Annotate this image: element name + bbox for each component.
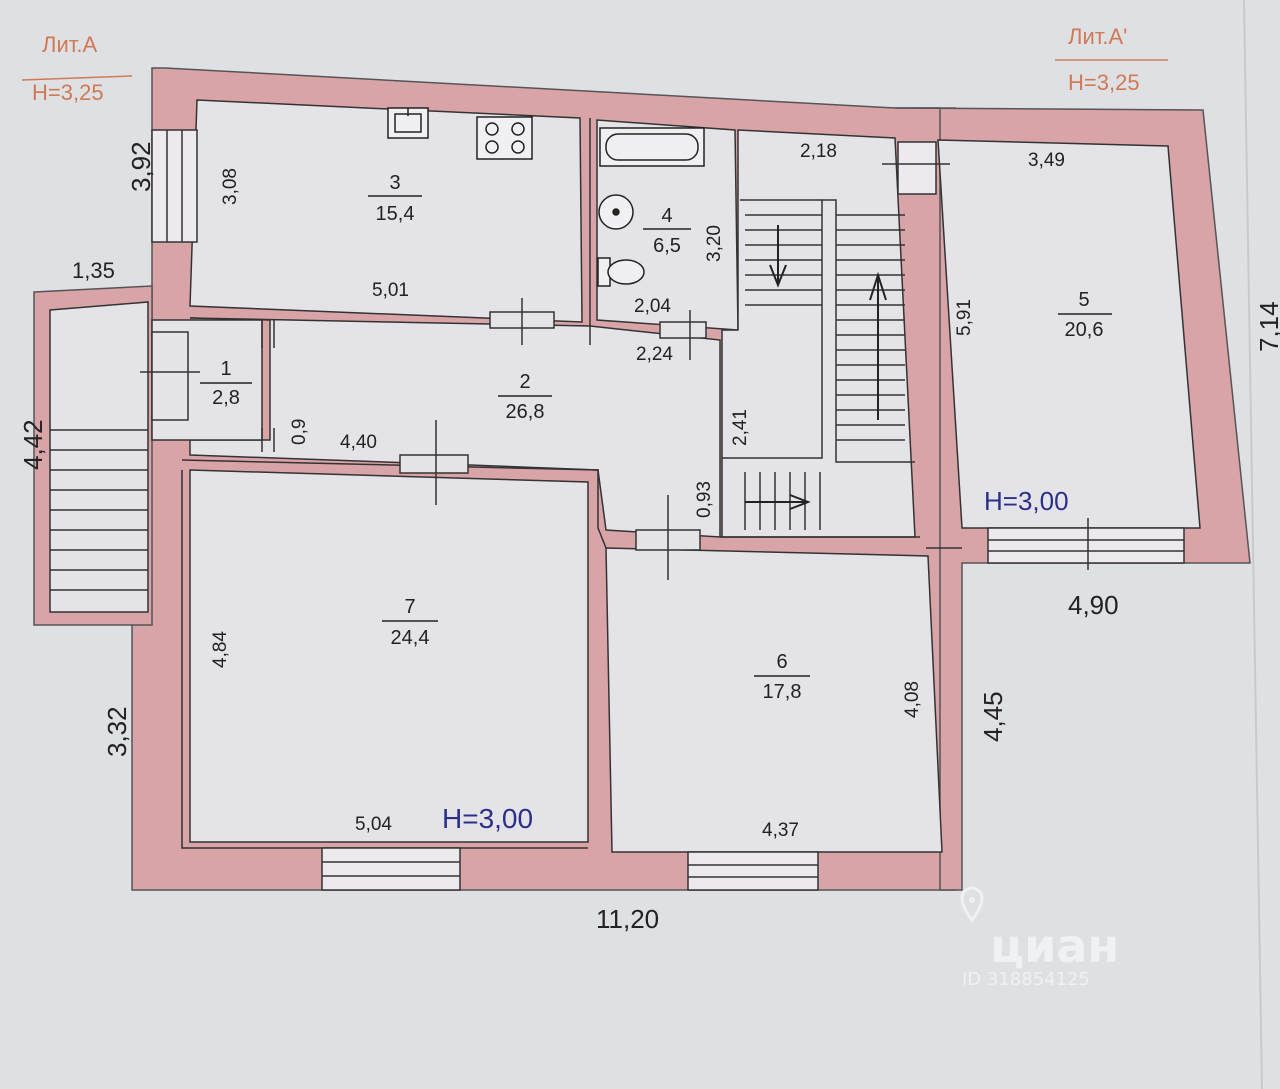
room-6-area: 17,8 — [763, 681, 802, 703]
washbasin-icon — [598, 194, 634, 230]
room-7-floor — [189, 469, 589, 843]
staircase — [722, 199, 915, 530]
header-left-divider — [21, 75, 133, 81]
dim-room5-height: 5,91 — [954, 299, 975, 336]
dim-room5-top: 3,49 — [1028, 150, 1065, 171]
arrow-down-icon — [769, 225, 787, 288]
dim-stair-step: 0,93 — [694, 481, 715, 518]
room-labels: 1 2,8 2 26,8 3 15,4 4 6,5 5 20,6 6 17,8 … — [200, 172, 1112, 703]
sink-icon — [387, 107, 429, 139]
dim-room6-height: 4,08 — [902, 681, 923, 718]
room-6-number: 6 — [776, 651, 787, 673]
dim-room4-width: 2,04 — [634, 296, 671, 317]
window-annex-top — [897, 141, 937, 195]
porch-steps — [50, 429, 148, 591]
stove-icon — [476, 116, 533, 160]
paper-fold-line — [1243, 0, 1263, 1089]
door-entrance — [151, 331, 189, 421]
room-7-area: 24,4 — [391, 627, 430, 649]
watermark-brand: циан — [990, 919, 1119, 973]
dim-stair-top: 2,18 — [800, 141, 837, 162]
dim-vest-width: 0,9 — [289, 419, 310, 445]
dim-room6-width: 4,37 — [762, 820, 799, 841]
bathtub-icon — [599, 127, 705, 167]
ceiling-height-block-a: Н=3,00 — [442, 803, 533, 834]
dim-room7-width: 5,04 — [355, 814, 392, 835]
room-4-area: 6,5 — [653, 235, 681, 257]
dim-outer-left-top: 3,92 — [126, 141, 156, 192]
dim-porch-width: 1,35 — [72, 258, 115, 283]
room-2-number: 2 — [519, 371, 530, 393]
room-6-floor — [605, 547, 943, 853]
window-bottom-right — [687, 851, 819, 891]
room-5-area: 20,6 — [1065, 319, 1104, 341]
header-right-title: Лит.А' — [1068, 24, 1127, 49]
dim-outer-left-bottom: 3,32 — [102, 706, 132, 757]
dim-outer-annex-bottom: 4,90 — [1068, 590, 1119, 620]
dim-stair-len: 2,41 — [730, 409, 751, 446]
watermark: циан ID 318854125 — [960, 886, 1119, 990]
dim-room7-height: 4,84 — [210, 631, 231, 668]
window-bottom-left — [321, 847, 461, 891]
room-5-number: 5 — [1078, 289, 1089, 311]
location-pin-icon — [960, 886, 984, 923]
porch-floor — [49, 301, 149, 613]
room-4-number: 4 — [661, 205, 672, 227]
dim-porch-length: 4,42 — [18, 419, 48, 470]
header-right-height: Н=3,25 — [1068, 70, 1140, 95]
room-3-area: 15,4 — [376, 203, 415, 225]
dim-room4-height: 3,20 — [704, 225, 725, 262]
room-5-floor — [937, 139, 1201, 529]
dim-hall-width: 4,40 — [340, 432, 377, 453]
watermark-id: ID 318854125 — [962, 969, 1090, 990]
dimension-labels-vertical: 3,92 3,08 4,42 3,32 4,84 0,9 3,20 2,41 0… — [18, 141, 1280, 757]
room-3-number: 3 — [389, 172, 400, 194]
room-7-number: 7 — [404, 596, 415, 618]
stair-floor — [721, 129, 916, 538]
header-left-title: Лит.А — [42, 32, 97, 57]
dim-room3-width: 5,01 — [372, 280, 409, 301]
dim-outer-right: 7,14 — [1254, 301, 1280, 352]
dim-bath-width: 2,24 — [636, 344, 673, 365]
room-1-number: 1 — [220, 358, 231, 380]
arrow-right-icon — [745, 494, 811, 510]
door-room4 — [659, 321, 707, 339]
header-left-height: Н=3,25 — [32, 80, 104, 105]
ceiling-height-block-a1: Н=3,00 — [984, 486, 1069, 516]
windows — [151, 129, 1185, 891]
dim-room3-height: 3,08 — [220, 168, 241, 205]
arrow-up-icon — [869, 271, 887, 420]
dim-outer-right-bottom: 4,45 — [978, 691, 1008, 742]
room-1-area: 2,8 — [212, 387, 240, 409]
room-floors — [49, 99, 1201, 853]
room-2-area: 26,8 — [506, 401, 545, 423]
dimension-labels: 1,35 5,01 2,04 2,24 2,18 3,49 4,40 5,04 … — [72, 141, 1119, 934]
door-ticks — [140, 163, 1089, 580]
window-left-top — [151, 129, 198, 243]
dim-outer-bottom: 11,20 — [596, 904, 659, 934]
door-room7 — [399, 454, 469, 474]
doors — [151, 311, 707, 551]
toilet-icon — [597, 257, 645, 287]
window-annex-bottom — [987, 527, 1185, 564]
